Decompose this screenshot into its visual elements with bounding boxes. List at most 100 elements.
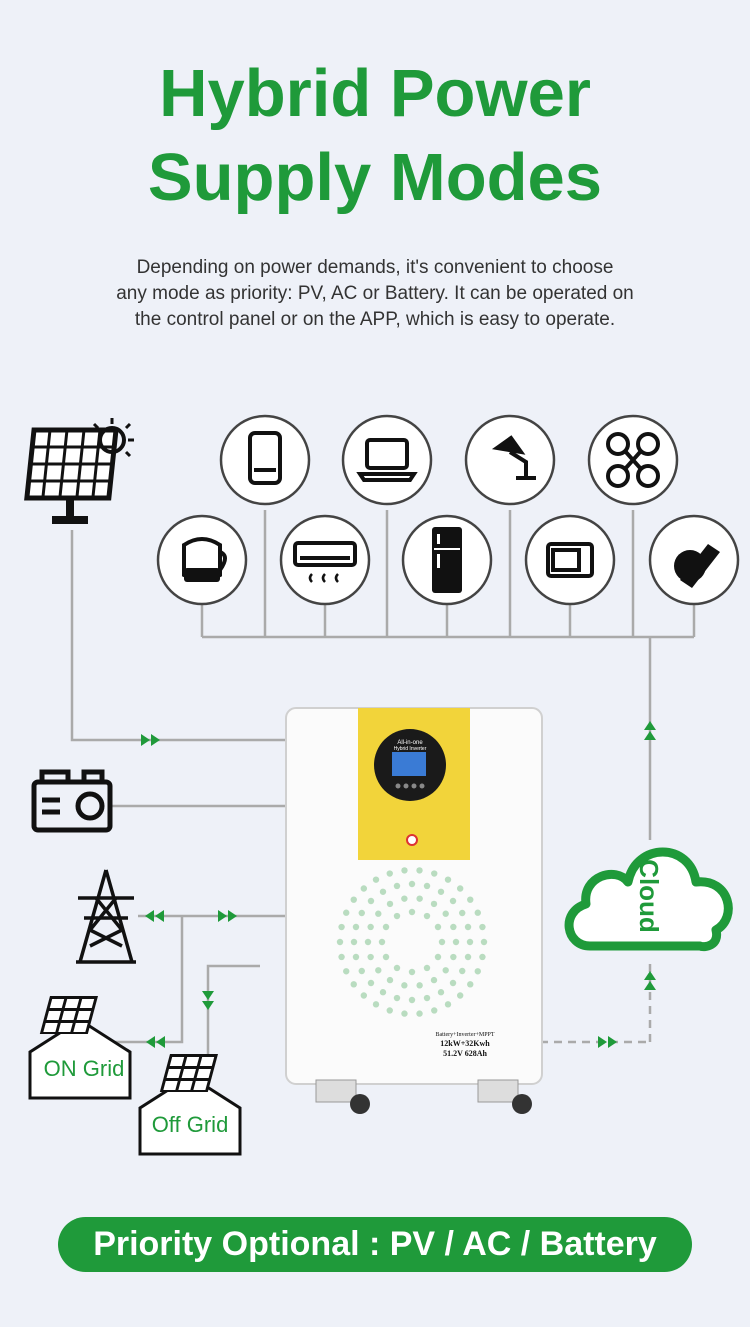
- phone-icon: [219, 414, 311, 506]
- on-grid-house-icon: ON Grid: [28, 996, 132, 1100]
- vent-dot: [444, 1001, 452, 1008]
- vent-dot: [367, 979, 375, 987]
- spec-line-2: 12kW+32Kwh: [440, 1039, 490, 1048]
- off-grid-label: Off Grid: [152, 1112, 229, 1137]
- power-button[interactable]: [406, 834, 418, 846]
- vent-dot: [358, 909, 365, 917]
- vent-dot: [459, 967, 466, 975]
- laptop-icon: [341, 414, 433, 506]
- vent-dot: [442, 910, 449, 917]
- vent-dot: [434, 923, 442, 931]
- vent-dot: [350, 938, 358, 946]
- cloud-icon: Cloud: [564, 847, 733, 952]
- connector-lines: [70, 510, 696, 1068]
- ventilation-pattern: [336, 867, 488, 1017]
- vent-dot: [474, 968, 481, 975]
- vent-dot: [352, 953, 360, 961]
- vent-dot: [372, 1001, 380, 1008]
- generator-icon: [31, 769, 113, 833]
- vent-dot: [434, 953, 442, 961]
- microwave-icon: [524, 514, 616, 606]
- solar-panel-icon: [24, 418, 134, 524]
- vent-dot: [393, 964, 401, 972]
- vent-dot: [379, 989, 387, 996]
- vent-dot: [438, 938, 446, 946]
- vent-dot: [408, 968, 416, 976]
- description-line-3: the control panel or on the APP, which i…: [134, 309, 616, 330]
- vent-dot: [416, 1010, 423, 1017]
- vent-dot: [401, 867, 408, 874]
- vent-dot: [343, 909, 350, 916]
- vent-dot: [386, 976, 394, 984]
- vent-dot: [431, 1007, 438, 1014]
- vent-dot: [408, 996, 416, 1004]
- vent-dot: [474, 909, 481, 916]
- vent-dot: [375, 967, 382, 974]
- spec-line-1: Battery+Inverter+MPPT: [435, 1032, 494, 1038]
- page-title: Hybrid Power Supply Modes: [0, 52, 750, 220]
- vent-dot: [480, 938, 488, 946]
- power-flow-diagram: ON Grid Off Grid Cloud All-in-one Hybrid…: [24, 414, 740, 1156]
- vent-dot: [431, 870, 438, 877]
- vent-dot: [479, 953, 486, 961]
- vent-dot: [452, 938, 460, 946]
- vent-dot: [423, 912, 431, 920]
- vent-dot: [393, 912, 401, 920]
- vent-dot: [437, 888, 445, 895]
- vent-dot: [343, 968, 350, 975]
- vent-dot: [456, 885, 464, 892]
- priority-banner: Priority Optional : PV / AC / Battery: [58, 1217, 692, 1272]
- vent-dot: [423, 964, 431, 972]
- vent-dot: [449, 897, 457, 905]
- hybrid-inverter-device: All-in-one Hybrid Inverter Battery+Inver…: [285, 707, 543, 1114]
- vent-dot: [437, 989, 445, 996]
- vent-dot: [423, 882, 431, 890]
- vent-dot: [386, 870, 393, 877]
- vent-dot: [430, 976, 438, 984]
- power-tower-icon: [76, 869, 136, 964]
- vent-dot: [408, 880, 416, 888]
- desk-lamp-icon: [464, 414, 556, 506]
- vent-dot: [464, 953, 472, 961]
- vent-dot: [423, 994, 431, 1002]
- vent-dot: [382, 923, 390, 931]
- vent-dot: [338, 923, 345, 931]
- vent-dot: [367, 897, 375, 905]
- vent-dot: [367, 953, 374, 961]
- vent-dot: [358, 967, 365, 975]
- title-line-2: Supply Modes: [147, 140, 603, 215]
- vent-dot: [350, 981, 357, 988]
- vent-dot: [367, 923, 374, 931]
- device-screen-line-1: All-in-one: [397, 740, 423, 746]
- vent-dot: [386, 900, 394, 908]
- kettle-icon: [156, 514, 248, 606]
- vent-dot: [378, 938, 386, 946]
- vent-dot: [444, 876, 452, 883]
- cloud-label: Cloud: [634, 859, 664, 933]
- vent-dot: [467, 896, 474, 903]
- vent-dot: [401, 895, 408, 902]
- vent-dot: [364, 938, 372, 946]
- vent-dot: [479, 923, 486, 931]
- on-grid-label: ON Grid: [44, 1056, 125, 1081]
- flow-arrows: [141, 721, 656, 1048]
- title-line-1: Hybrid Power: [159, 56, 591, 131]
- vent-dot: [456, 992, 464, 999]
- vent-dot: [416, 867, 423, 874]
- vent-dot: [382, 953, 390, 961]
- vent-dot: [352, 923, 360, 931]
- vent-dot: [393, 882, 401, 890]
- description-line-2: any mode as priority: PV, AC or Battery.…: [116, 283, 634, 304]
- description-line-1: Depending on power demands, it's conveni…: [136, 257, 614, 278]
- spec-line-3: 51.2V 628Ah: [443, 1049, 487, 1058]
- vent-dot: [393, 994, 401, 1002]
- vent-dot: [375, 910, 382, 917]
- vent-dot: [450, 953, 457, 961]
- vent-dot: [450, 923, 457, 931]
- vent-dot: [442, 967, 449, 974]
- vent-dot: [449, 979, 457, 987]
- vent-dot: [464, 923, 472, 931]
- vent-dot: [360, 885, 368, 892]
- vent-dot: [379, 888, 387, 895]
